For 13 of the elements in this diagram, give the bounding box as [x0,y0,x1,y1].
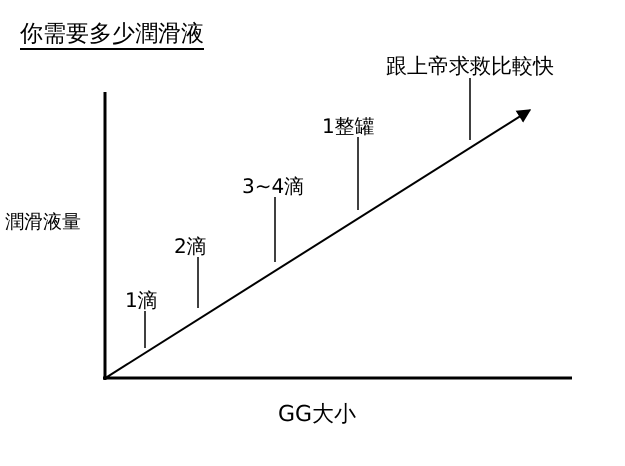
leader-line [197,257,199,308]
leader-line [144,311,146,348]
level-label: 1滴 [125,289,158,311]
level-label: 跟上帝求救比較快 [386,55,554,78]
leader-line [469,78,471,140]
level-label: 3~4滴 [242,175,304,197]
level-label: 1整罐 [322,115,375,137]
diagram-title: 你需要多少潤滑液 [20,22,204,50]
axis-label: GG大小 [278,403,356,428]
leader-line [357,137,359,210]
leader-line [274,197,276,262]
level-label: 2滴 [174,235,207,257]
axis-label: 潤滑液量 [5,212,81,233]
